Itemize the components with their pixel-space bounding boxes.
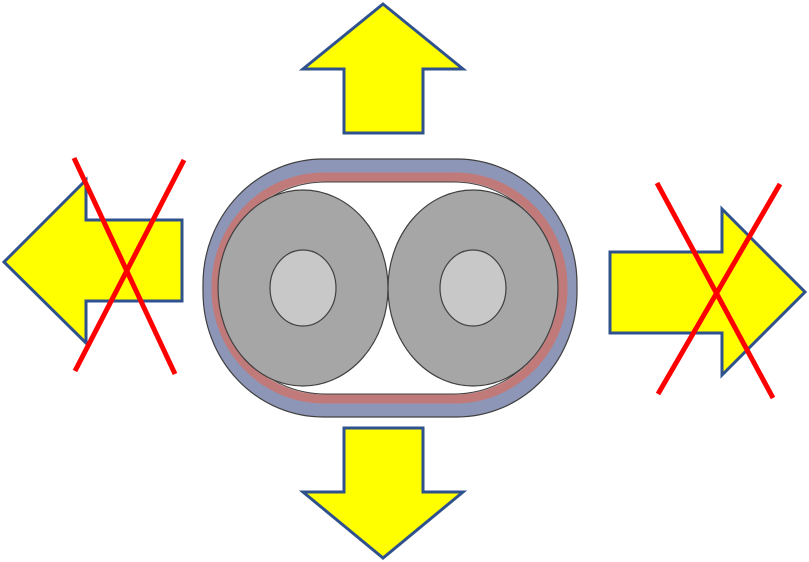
arrow-left-forbidden: [1, 176, 184, 347]
conductor-left-core: [269, 249, 337, 327]
arrow-right-forbidden: [608, 205, 808, 379]
inner-insulation-layer: [211, 172, 568, 404]
cable-cross-section: [202, 158, 578, 418]
cross-left-stroke-2: [72, 158, 187, 373]
cross-left: [71, 156, 187, 376]
conductor-left: [217, 189, 389, 387]
arrow-down-allowed: [298, 426, 468, 560]
arrow-up-allowed: [298, 2, 468, 135]
conductor-right-core: [439, 249, 507, 327]
cross-right: [654, 181, 783, 400]
cross-left-stroke-1: [71, 156, 178, 376]
conductor-right: [387, 189, 559, 387]
cross-right-stroke-1: [654, 181, 776, 400]
cross-right-stroke-2: [655, 182, 783, 396]
